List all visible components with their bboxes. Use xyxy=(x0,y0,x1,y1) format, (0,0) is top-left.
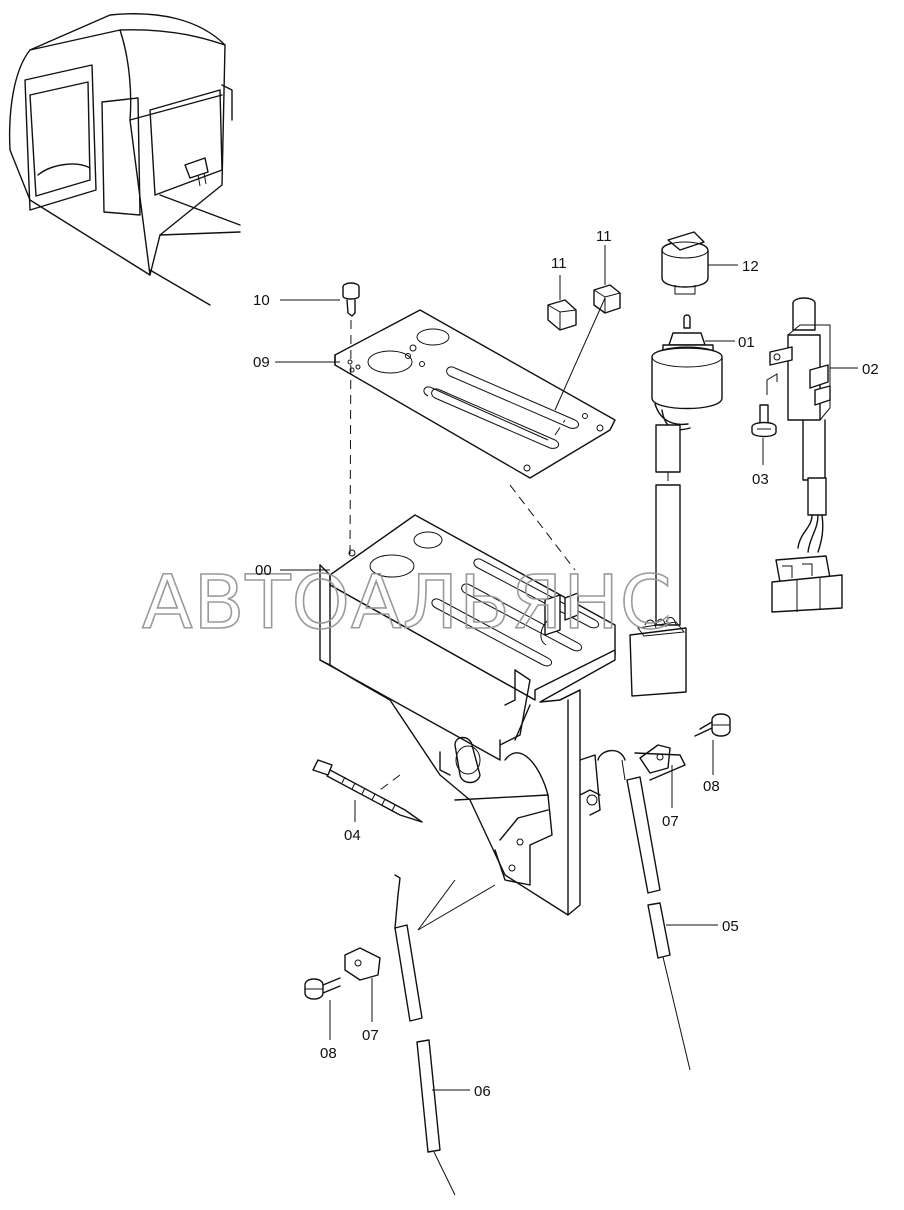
callout-07-right: 07 xyxy=(662,813,679,830)
rotary-switch-part-01 xyxy=(629,314,723,697)
screw-part-08-right xyxy=(694,713,731,737)
cable-tie-part-04 xyxy=(312,759,423,823)
assembly-guides xyxy=(349,319,576,931)
switch-part-02 xyxy=(769,297,843,613)
main-bracket xyxy=(319,514,626,916)
callout-00: 00 xyxy=(255,562,272,579)
callout-04: 04 xyxy=(344,827,361,844)
callout-06: 06 xyxy=(474,1083,491,1100)
watermark-text: АВТОАЛЬЯНС xyxy=(142,560,673,646)
callout-12: 12 xyxy=(742,258,759,275)
screw-part-10 xyxy=(342,282,360,317)
cable-part-05 xyxy=(621,759,691,1071)
screw-part-08-left xyxy=(304,977,341,1000)
cover-plate xyxy=(334,309,616,479)
callout-08-left: 08 xyxy=(320,1045,337,1062)
callout-11-left: 11 xyxy=(551,255,567,272)
callout-07-left: 07 xyxy=(362,1027,379,1044)
cable-part-06 xyxy=(394,874,456,1196)
rotary-knob-part-12 xyxy=(661,231,709,295)
callout-labels: 10 09 00 11 11 12 01 02 03 04 07 08 05 0… xyxy=(253,228,879,1100)
callout-08-right: 08 xyxy=(703,778,720,795)
cab-location-view xyxy=(8,13,241,306)
callout-03: 03 xyxy=(752,471,769,488)
callout-11-right: 11 xyxy=(596,228,612,245)
callout-02: 02 xyxy=(862,361,879,378)
knobs-part-11 xyxy=(547,284,621,331)
callout-10: 10 xyxy=(253,292,270,309)
screw-part-03 xyxy=(751,373,778,438)
callout-leaders xyxy=(275,245,858,1091)
callout-09: 09 xyxy=(253,354,270,371)
clamp-part-07-left xyxy=(344,947,381,981)
clamp-part-07-right xyxy=(634,744,686,781)
callout-01: 01 xyxy=(738,334,755,351)
callout-05: 05 xyxy=(722,918,739,935)
